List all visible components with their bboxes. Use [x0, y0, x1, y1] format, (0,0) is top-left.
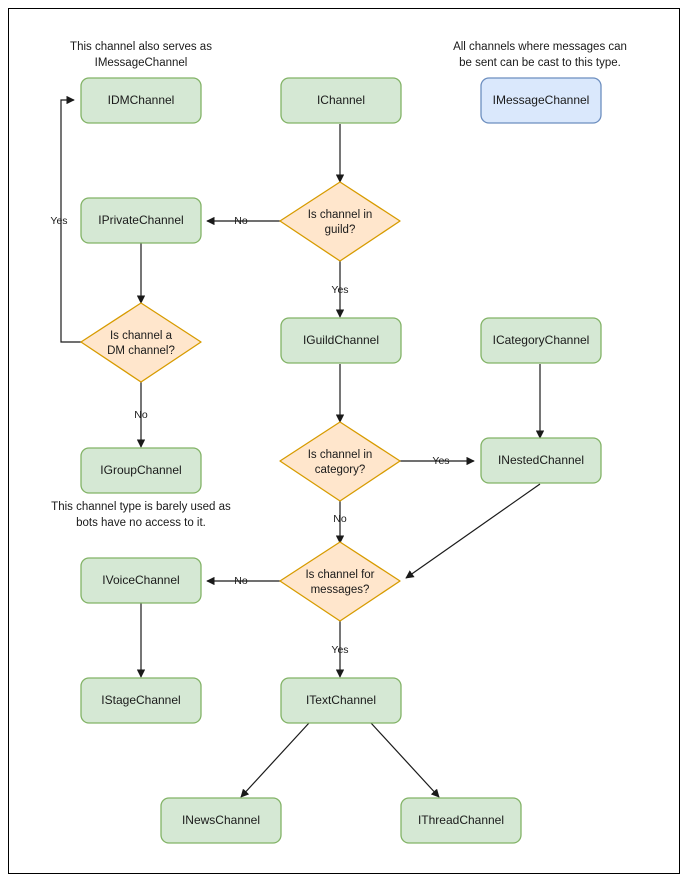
node-inestedchannel-shape[interactable]: [480, 437, 602, 484]
node-itextchannel[interactable]: ITextChannel: [280, 677, 402, 724]
diagram-frame: [8, 8, 680, 874]
node-iguildchannel-shape[interactable]: [280, 317, 402, 364]
node-igroupchannel-label: IGroupChannel: [100, 463, 181, 477]
decision-is-for-messages[interactable]: Is channel for messages?: [279, 541, 401, 622]
node-idmchannel-shape[interactable]: [80, 77, 202, 124]
node-ithreadchannel-label: IThreadChannel: [418, 813, 504, 827]
note-dm-line1: This channel also serves as: [70, 41, 212, 53]
node-itextchannel-label: ITextChannel: [306, 693, 376, 707]
note-dm-line2: IMessageChannel: [95, 57, 188, 69]
node-igroupchannel-shape[interactable]: [80, 447, 202, 494]
node-ithreadchannel-shape[interactable]: [400, 797, 522, 844]
node-ichannel[interactable]: IChannel: [280, 77, 402, 124]
edge-itextchannel-to-ithreadchannel: [370, 722, 440, 798]
node-inestedchannel-label: INestedChannel: [498, 453, 584, 467]
node-iguildchannel-label: IGuildChannel: [303, 333, 379, 347]
note-message-line1: All channels where messages can: [453, 41, 627, 53]
node-istagechannel-label: IStageChannel: [101, 693, 180, 707]
node-icategorychannel-label: ICategoryChannel: [493, 333, 590, 347]
edge-inestedchannel-to-messages: [405, 483, 541, 579]
decision-is-in-guild-line1: Is channel in: [308, 209, 373, 221]
node-ithreadchannel[interactable]: IThreadChannel: [400, 797, 522, 844]
decision-is-in-guild[interactable]: Is channel in guild?: [279, 181, 401, 262]
node-idmchannel[interactable]: IDMChannel: [80, 77, 202, 124]
node-icategorychannel-shape[interactable]: [480, 317, 602, 364]
node-idmchannel-label: IDMChannel: [108, 93, 175, 107]
node-istagechannel[interactable]: IStageChannel: [80, 677, 202, 724]
note-message-line2: be sent can be cast to this type.: [459, 57, 621, 69]
node-inewschannel-shape[interactable]: [160, 797, 282, 844]
decision-is-in-guild-line2: guild?: [325, 224, 356, 236]
node-istagechannel-shape[interactable]: [80, 677, 202, 724]
node-imessagechannel-shape[interactable]: [480, 77, 602, 124]
decision-is-dm-channel-line1: Is channel a: [110, 330, 173, 342]
decision-is-dm-channel-shape[interactable]: [80, 302, 202, 383]
edge-label-messages-yes: Yes: [331, 644, 348, 656]
node-itextchannel-shape[interactable]: [280, 677, 402, 724]
node-ichannel-label: IChannel: [317, 93, 365, 107]
note-group-line2: bots have no access to it.: [76, 517, 206, 529]
node-iprivatechannel-shape[interactable]: [80, 197, 202, 244]
node-icategorychannel[interactable]: ICategoryChannel: [480, 317, 602, 364]
node-iprivatechannel[interactable]: IPrivateChannel: [80, 197, 202, 244]
node-imessagechannel[interactable]: IMessageChannel: [480, 77, 602, 124]
decision-is-in-guild-shape[interactable]: [279, 181, 401, 262]
decision-is-for-messages-line2: messages?: [311, 584, 370, 596]
decision-is-in-category-line1: Is channel in: [308, 449, 373, 461]
node-ivoicechannel[interactable]: IVoiceChannel: [80, 557, 202, 604]
decision-is-dm-channel-line2: DM channel?: [107, 345, 175, 357]
node-imessagechannel-label: IMessageChannel: [493, 93, 590, 107]
note-group-line1: This channel type is barely used as: [51, 501, 231, 513]
node-ivoicechannel-label: IVoiceChannel: [102, 573, 179, 587]
edge-label-messages-no: No: [234, 575, 248, 587]
edge-label-category-yes: Yes: [432, 455, 449, 467]
edge-label-guild-yes: Yes: [331, 284, 348, 296]
edge-label-dm-yes: Yes: [50, 215, 67, 227]
node-inewschannel-label: INewsChannel: [182, 813, 260, 827]
decision-is-in-category[interactable]: Is channel in category?: [279, 421, 401, 502]
edge-itextchannel-to-inewschannel: [240, 722, 310, 798]
decision-is-dm-channel[interactable]: Is channel a DM channel?: [80, 302, 202, 383]
decision-is-for-messages-shape[interactable]: [279, 541, 401, 622]
node-ichannel-shape[interactable]: [280, 77, 402, 124]
decision-is-in-category-line2: category?: [315, 464, 366, 476]
node-inewschannel[interactable]: INewsChannel: [160, 797, 282, 844]
node-igroupchannel[interactable]: IGroupChannel: [80, 447, 202, 494]
edge-label-category-no: No: [333, 513, 347, 525]
edge-dm-yes-to-idmchannel: [60, 95, 82, 343]
edge-label-dm-no: No: [134, 409, 148, 421]
edge-label-guild-no: No: [234, 215, 248, 227]
decision-is-in-category-shape[interactable]: [279, 421, 401, 502]
node-iprivatechannel-label: IPrivateChannel: [98, 213, 183, 227]
node-inestedchannel[interactable]: INestedChannel: [480, 437, 602, 484]
node-iguildchannel[interactable]: IGuildChannel: [280, 317, 402, 364]
node-ivoicechannel-shape[interactable]: [80, 557, 202, 604]
decision-is-for-messages-line1: Is channel for: [305, 569, 374, 581]
